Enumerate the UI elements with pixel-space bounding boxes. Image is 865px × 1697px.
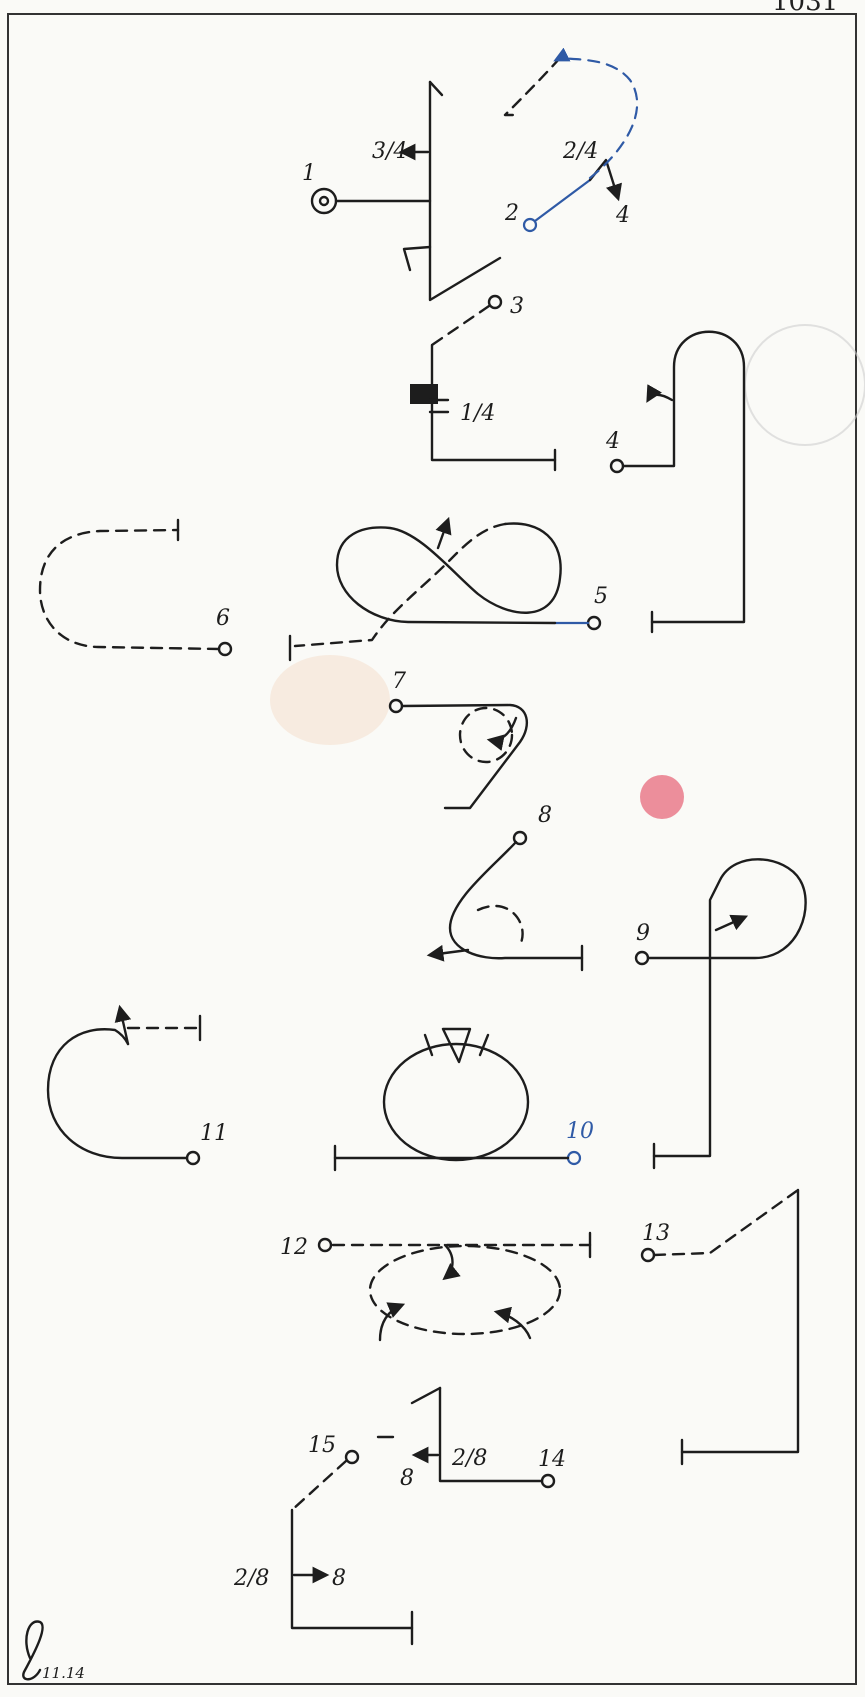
signature-mark [22, 1620, 44, 1681]
figure-5: 5 [288, 516, 608, 662]
tea-stain [270, 655, 390, 745]
label-6: 6 [216, 606, 230, 631]
label-10: 10 [566, 1119, 594, 1144]
start-marker-8 [512, 830, 528, 846]
label-12: 12 [280, 1235, 308, 1260]
label-4: 4 [605, 429, 620, 454]
figure-8: 8 [426, 803, 584, 972]
figure-13: 13 [640, 1188, 800, 1466]
count-2-8-a: 2/8 [451, 1446, 487, 1471]
start-marker-12 [317, 1237, 333, 1253]
label-7: 7 [392, 669, 406, 694]
figure-12: 12 [280, 1231, 592, 1342]
start-marker-6 [217, 641, 233, 657]
figure-14: 14 2/8 8 [400, 1386, 566, 1491]
label-8: 8 [538, 803, 552, 828]
label-13: 13 [642, 1221, 670, 1246]
count-4: 4 [615, 203, 630, 228]
label-11: 11 [200, 1121, 228, 1146]
count-1-4: 1/4 [460, 401, 495, 426]
start-marker-9 [634, 950, 650, 966]
page-border [7, 13, 857, 1685]
start-marker-1 [310, 187, 338, 215]
start-marker-3 [487, 294, 503, 310]
figure-4: 4 [605, 330, 746, 634]
figure-10: 10 [333, 1027, 594, 1172]
count-8-b: 8 [332, 1566, 346, 1591]
start-marker-14 [540, 1473, 556, 1489]
label-3: 3 [510, 294, 524, 319]
start-marker-15 [344, 1449, 360, 1465]
start-marker-11 [185, 1150, 201, 1166]
red-stain [640, 775, 684, 819]
start-marker-4 [609, 458, 625, 474]
count-2-8-b: 2/8 [233, 1566, 269, 1591]
count-8-a: 8 [400, 1466, 414, 1491]
start-marker-2 [522, 217, 538, 233]
start-marker-10 [566, 1150, 582, 1166]
label-14: 14 [538, 1447, 566, 1472]
date-mark: 11.14 [42, 1664, 85, 1682]
label-9: 9 [636, 921, 650, 946]
start-marker-5 [586, 615, 602, 631]
count-3-4: 3/4 [372, 139, 407, 164]
figure-9: 9 [634, 858, 807, 1170]
figure-15: 15 2/8 8 [233, 1433, 414, 1646]
label-1: 1 [302, 161, 316, 186]
label-15: 15 [308, 1433, 336, 1458]
figure-3: 3 1/4 [410, 294, 557, 472]
stamp-ghost [744, 324, 865, 446]
label-5: 5 [594, 584, 608, 609]
figure-7: 7 [388, 669, 529, 810]
page-number: 1031 [772, 0, 838, 17]
figure-6: 6 [38, 518, 233, 657]
start-marker-13 [640, 1247, 656, 1263]
figure-1: 1 3/4 [302, 80, 502, 302]
figure-2: 2 2/4 4 [503, 47, 639, 233]
start-marker-7 [388, 698, 404, 714]
figure-11: 11 [46, 1004, 228, 1166]
count-2-4: 2/4 [562, 139, 598, 164]
label-2: 2 [504, 201, 519, 226]
